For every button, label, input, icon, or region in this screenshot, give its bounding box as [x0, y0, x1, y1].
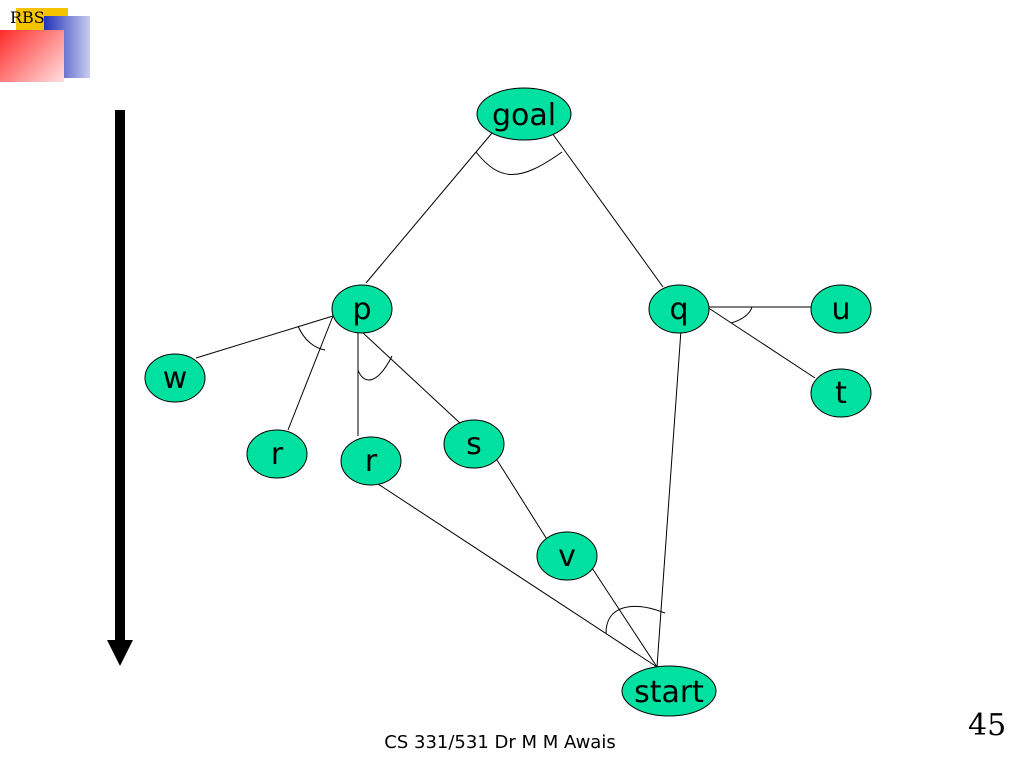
node-q-label: q: [669, 292, 688, 327]
node-w-label: w: [163, 361, 188, 396]
edge-p-w: [195, 315, 334, 359]
edge-v-start: [591, 567, 658, 668]
node-p-label: p: [352, 292, 371, 327]
node-start: start: [621, 665, 717, 717]
rbs-logo: RBS: [0, 0, 100, 85]
node-r-left: r: [246, 429, 308, 479]
node-s: s: [443, 419, 505, 469]
node-goal-label: goal: [492, 98, 556, 133]
and-arc-p-right: [357, 355, 393, 381]
edge-q-start: [656, 329, 682, 668]
node-q: q: [648, 284, 710, 334]
footer-text: CS 331/531 Dr M M Awais: [384, 732, 616, 753]
edge-goal-p: [365, 132, 493, 284]
node-p: p: [331, 284, 393, 334]
edge-s-v: [496, 459, 549, 542]
node-r-right-label: r: [365, 444, 378, 479]
node-u: u: [810, 284, 872, 334]
downward-arrow: [107, 110, 133, 666]
node-w: w: [144, 353, 206, 403]
graph-edges: [195, 132, 816, 668]
edge-p-s: [361, 331, 462, 425]
node-start-label: start: [634, 675, 704, 710]
and-arc-q: [730, 306, 753, 324]
node-goal: goal: [476, 87, 572, 141]
edge-q-t: [706, 306, 816, 379]
edge-goal-q: [551, 132, 664, 288]
node-t-label: t: [835, 376, 847, 411]
node-v-label: v: [558, 539, 576, 574]
node-s-label: s: [466, 427, 482, 462]
node-u-label: u: [831, 292, 850, 327]
logo-red-square: [0, 30, 64, 82]
and-arc-goal: [475, 151, 563, 175]
and-arcs: [297, 151, 753, 634]
and-arc-start: [605, 605, 666, 634]
edge-r2-start: [374, 481, 658, 668]
node-r-left-label: r: [271, 437, 284, 472]
and-arc-p-left: [297, 325, 326, 351]
node-v: v: [536, 531, 598, 581]
node-t: t: [810, 368, 872, 418]
node-r-right: r: [340, 436, 402, 486]
page-number: 45: [968, 708, 1007, 743]
logo-text: RBS: [10, 8, 45, 27]
edge-p-r1: [287, 315, 334, 431]
